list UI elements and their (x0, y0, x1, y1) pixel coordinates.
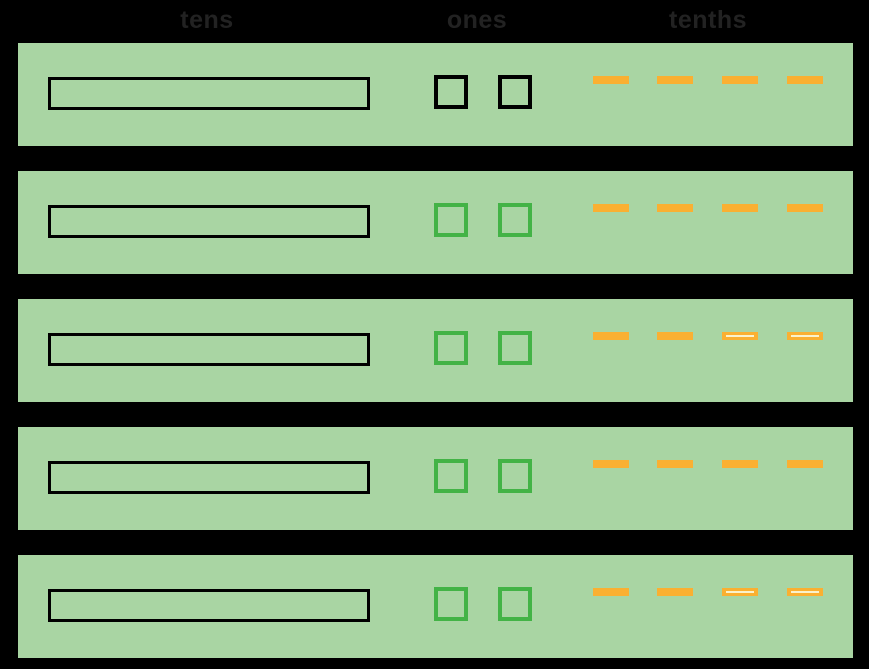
ones-square[interactable] (498, 331, 532, 365)
dash-stripe (791, 591, 819, 593)
tenths-dash[interactable] (657, 588, 693, 596)
place-value-row (18, 555, 853, 658)
tenths-dash[interactable] (593, 460, 629, 468)
dash-stripe (726, 335, 754, 337)
place-value-row (18, 171, 853, 274)
tenths-dash[interactable] (722, 332, 758, 340)
tenths-dash[interactable] (657, 460, 693, 468)
tenths-dash[interactable] (787, 76, 823, 84)
tens-rod[interactable] (48, 461, 370, 494)
tenths-dash[interactable] (593, 588, 629, 596)
tens-rod[interactable] (48, 77, 370, 110)
tenths-dash[interactable] (722, 76, 758, 84)
tens-rod[interactable] (48, 333, 370, 366)
tenths-dash[interactable] (787, 588, 823, 596)
place-value-row (18, 43, 853, 146)
dash-stripe (726, 591, 754, 593)
place-value-row (18, 299, 853, 402)
column-header-tenths: tenths (669, 6, 747, 34)
tenths-dash[interactable] (787, 332, 823, 340)
tens-rod[interactable] (48, 205, 370, 238)
tenths-dash[interactable] (787, 460, 823, 468)
tenths-dash[interactable] (722, 588, 758, 596)
tenths-dash[interactable] (722, 204, 758, 212)
ones-square[interactable] (434, 459, 468, 493)
ones-square[interactable] (434, 331, 468, 365)
tenths-dash[interactable] (593, 204, 629, 212)
column-header-tens: tens (180, 6, 234, 34)
place-value-row (18, 427, 853, 530)
tenths-dash[interactable] (787, 204, 823, 212)
ones-square[interactable] (498, 587, 532, 621)
tenths-dash[interactable] (593, 76, 629, 84)
ones-square[interactable] (498, 459, 532, 493)
tenths-dash[interactable] (657, 76, 693, 84)
ones-square[interactable] (498, 75, 532, 109)
column-header-ones: ones (446, 6, 508, 34)
tenths-dash[interactable] (722, 460, 758, 468)
tenths-dash[interactable] (657, 332, 693, 340)
ones-square[interactable] (434, 75, 468, 109)
ones-square[interactable] (434, 587, 468, 621)
ones-square[interactable] (434, 203, 468, 237)
ones-square[interactable] (498, 203, 532, 237)
dash-stripe (791, 335, 819, 337)
tenths-dash[interactable] (593, 332, 629, 340)
tens-rod[interactable] (48, 589, 370, 622)
tenths-dash[interactable] (657, 204, 693, 212)
